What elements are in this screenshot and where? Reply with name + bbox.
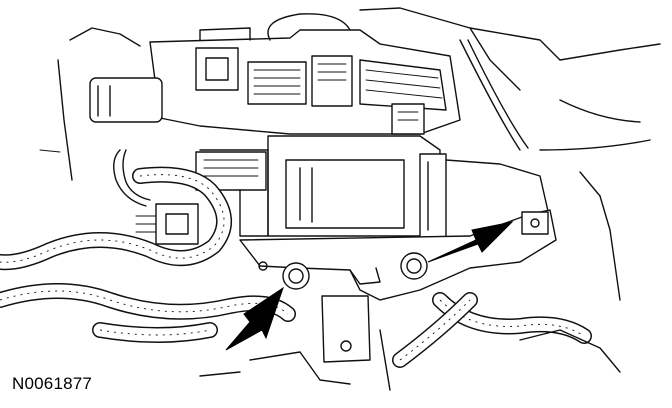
harness-connector: [135, 203, 199, 245]
upper-connector-block: [89, 13, 461, 135]
callout-arrow-right: [427, 221, 514, 263]
figure-reference-id: N0061877: [12, 374, 93, 393]
surrounding-structure: [39, 7, 661, 301]
mounting-bracket: [239, 209, 557, 363]
mounting-bolt-left: [282, 262, 310, 290]
callout-arrow-left: [225, 286, 284, 351]
mounting-bolt-right: [400, 252, 428, 280]
wiring-harness: [0, 39, 592, 368]
module-housing: [195, 135, 551, 239]
lower-structure: [199, 329, 621, 391]
